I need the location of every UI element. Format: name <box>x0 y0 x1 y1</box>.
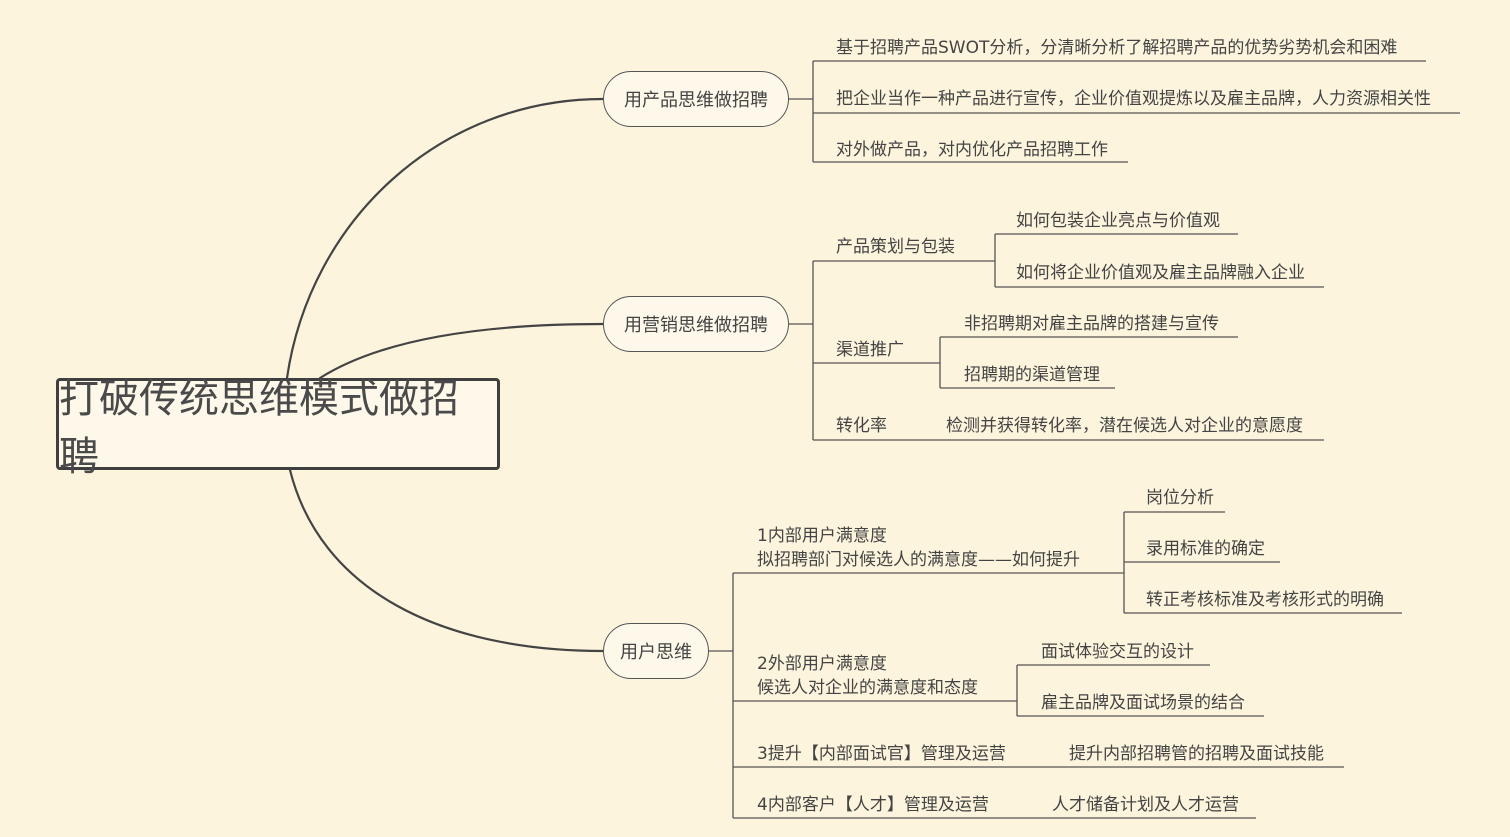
root-topic[interactable]: 打破传统思维模式做招聘 <box>56 376 500 480</box>
product-item-promotion[interactable]: 把企业当作一种产品进行宣传，企业价值观提炼以及雇主品牌，人力资源相关性 <box>836 89 1431 109</box>
branch-marketing-thinking[interactable]: 用营销思维做招聘 <box>603 296 789 352</box>
conversion-item[interactable]: 检测并获得转化率，潜在候选人对企业的意愿度 <box>946 416 1303 436</box>
internal-item-probation[interactable]: 转正考核标准及考核形式的明确 <box>1146 590 1384 610</box>
external-item-interview-experience[interactable]: 面试体验交互的设计 <box>1041 642 1194 662</box>
external-item-employer-brand[interactable]: 雇主品牌及面试场景的结合 <box>1041 693 1245 713</box>
root-to-branch-3 <box>288 468 605 653</box>
marketing-group-conversion[interactable]: 转化率 <box>836 416 887 436</box>
talent-item-reserve[interactable]: 人才储备计划及人才运营 <box>1052 795 1239 815</box>
user-group-interviewer[interactable]: 3提升【内部面试官】管理及运营 <box>757 744 1006 764</box>
branch-user-thinking[interactable]: 用户思维 <box>603 623 709 679</box>
marketing-group-planning[interactable]: 产品策划与包装 <box>836 237 955 257</box>
internal-item-job-analysis[interactable]: 岗位分析 <box>1146 488 1214 508</box>
root-to-branch-1 <box>285 97 605 380</box>
branch-product-thinking[interactable]: 用产品思维做招聘 <box>603 71 789 127</box>
product-item-external[interactable]: 对外做产品，对内优化产品招聘工作 <box>836 140 1108 160</box>
interviewer-item-skills[interactable]: 提升内部招聘管的招聘及面试技能 <box>1069 744 1324 764</box>
product-item-swot[interactable]: 基于招聘产品SWOT分析，分清晰分析了解招聘产品的优势劣势机会和困难 <box>836 38 1398 58</box>
root-to-branch-2 <box>318 322 605 380</box>
channels-item-management[interactable]: 招聘期的渠道管理 <box>964 365 1100 385</box>
internal-item-hiring-standard[interactable]: 录用标准的确定 <box>1146 539 1265 559</box>
planning-item-highlights[interactable]: 如何包装企业亮点与价值观 <box>1016 211 1220 231</box>
user-group-external-sublabel: 候选人对企业的满意度和态度 <box>757 678 978 698</box>
channels-item-brand[interactable]: 非招聘期对雇主品牌的搭建与宣传 <box>964 314 1219 334</box>
user-group-talent[interactable]: 4内部客户【人才】管理及运营 <box>757 795 989 815</box>
planning-item-integrate[interactable]: 如何将企业价值观及雇主品牌融入企业 <box>1016 263 1305 283</box>
marketing-group-channels[interactable]: 渠道推广 <box>836 340 904 360</box>
user-group-internal-label[interactable]: 1内部用户满意度 <box>757 526 887 546</box>
user-group-external-label[interactable]: 2外部用户满意度 <box>757 654 887 674</box>
user-group-internal-sublabel: 拟招聘部门对候选人的满意度——如何提升 <box>757 550 1080 570</box>
